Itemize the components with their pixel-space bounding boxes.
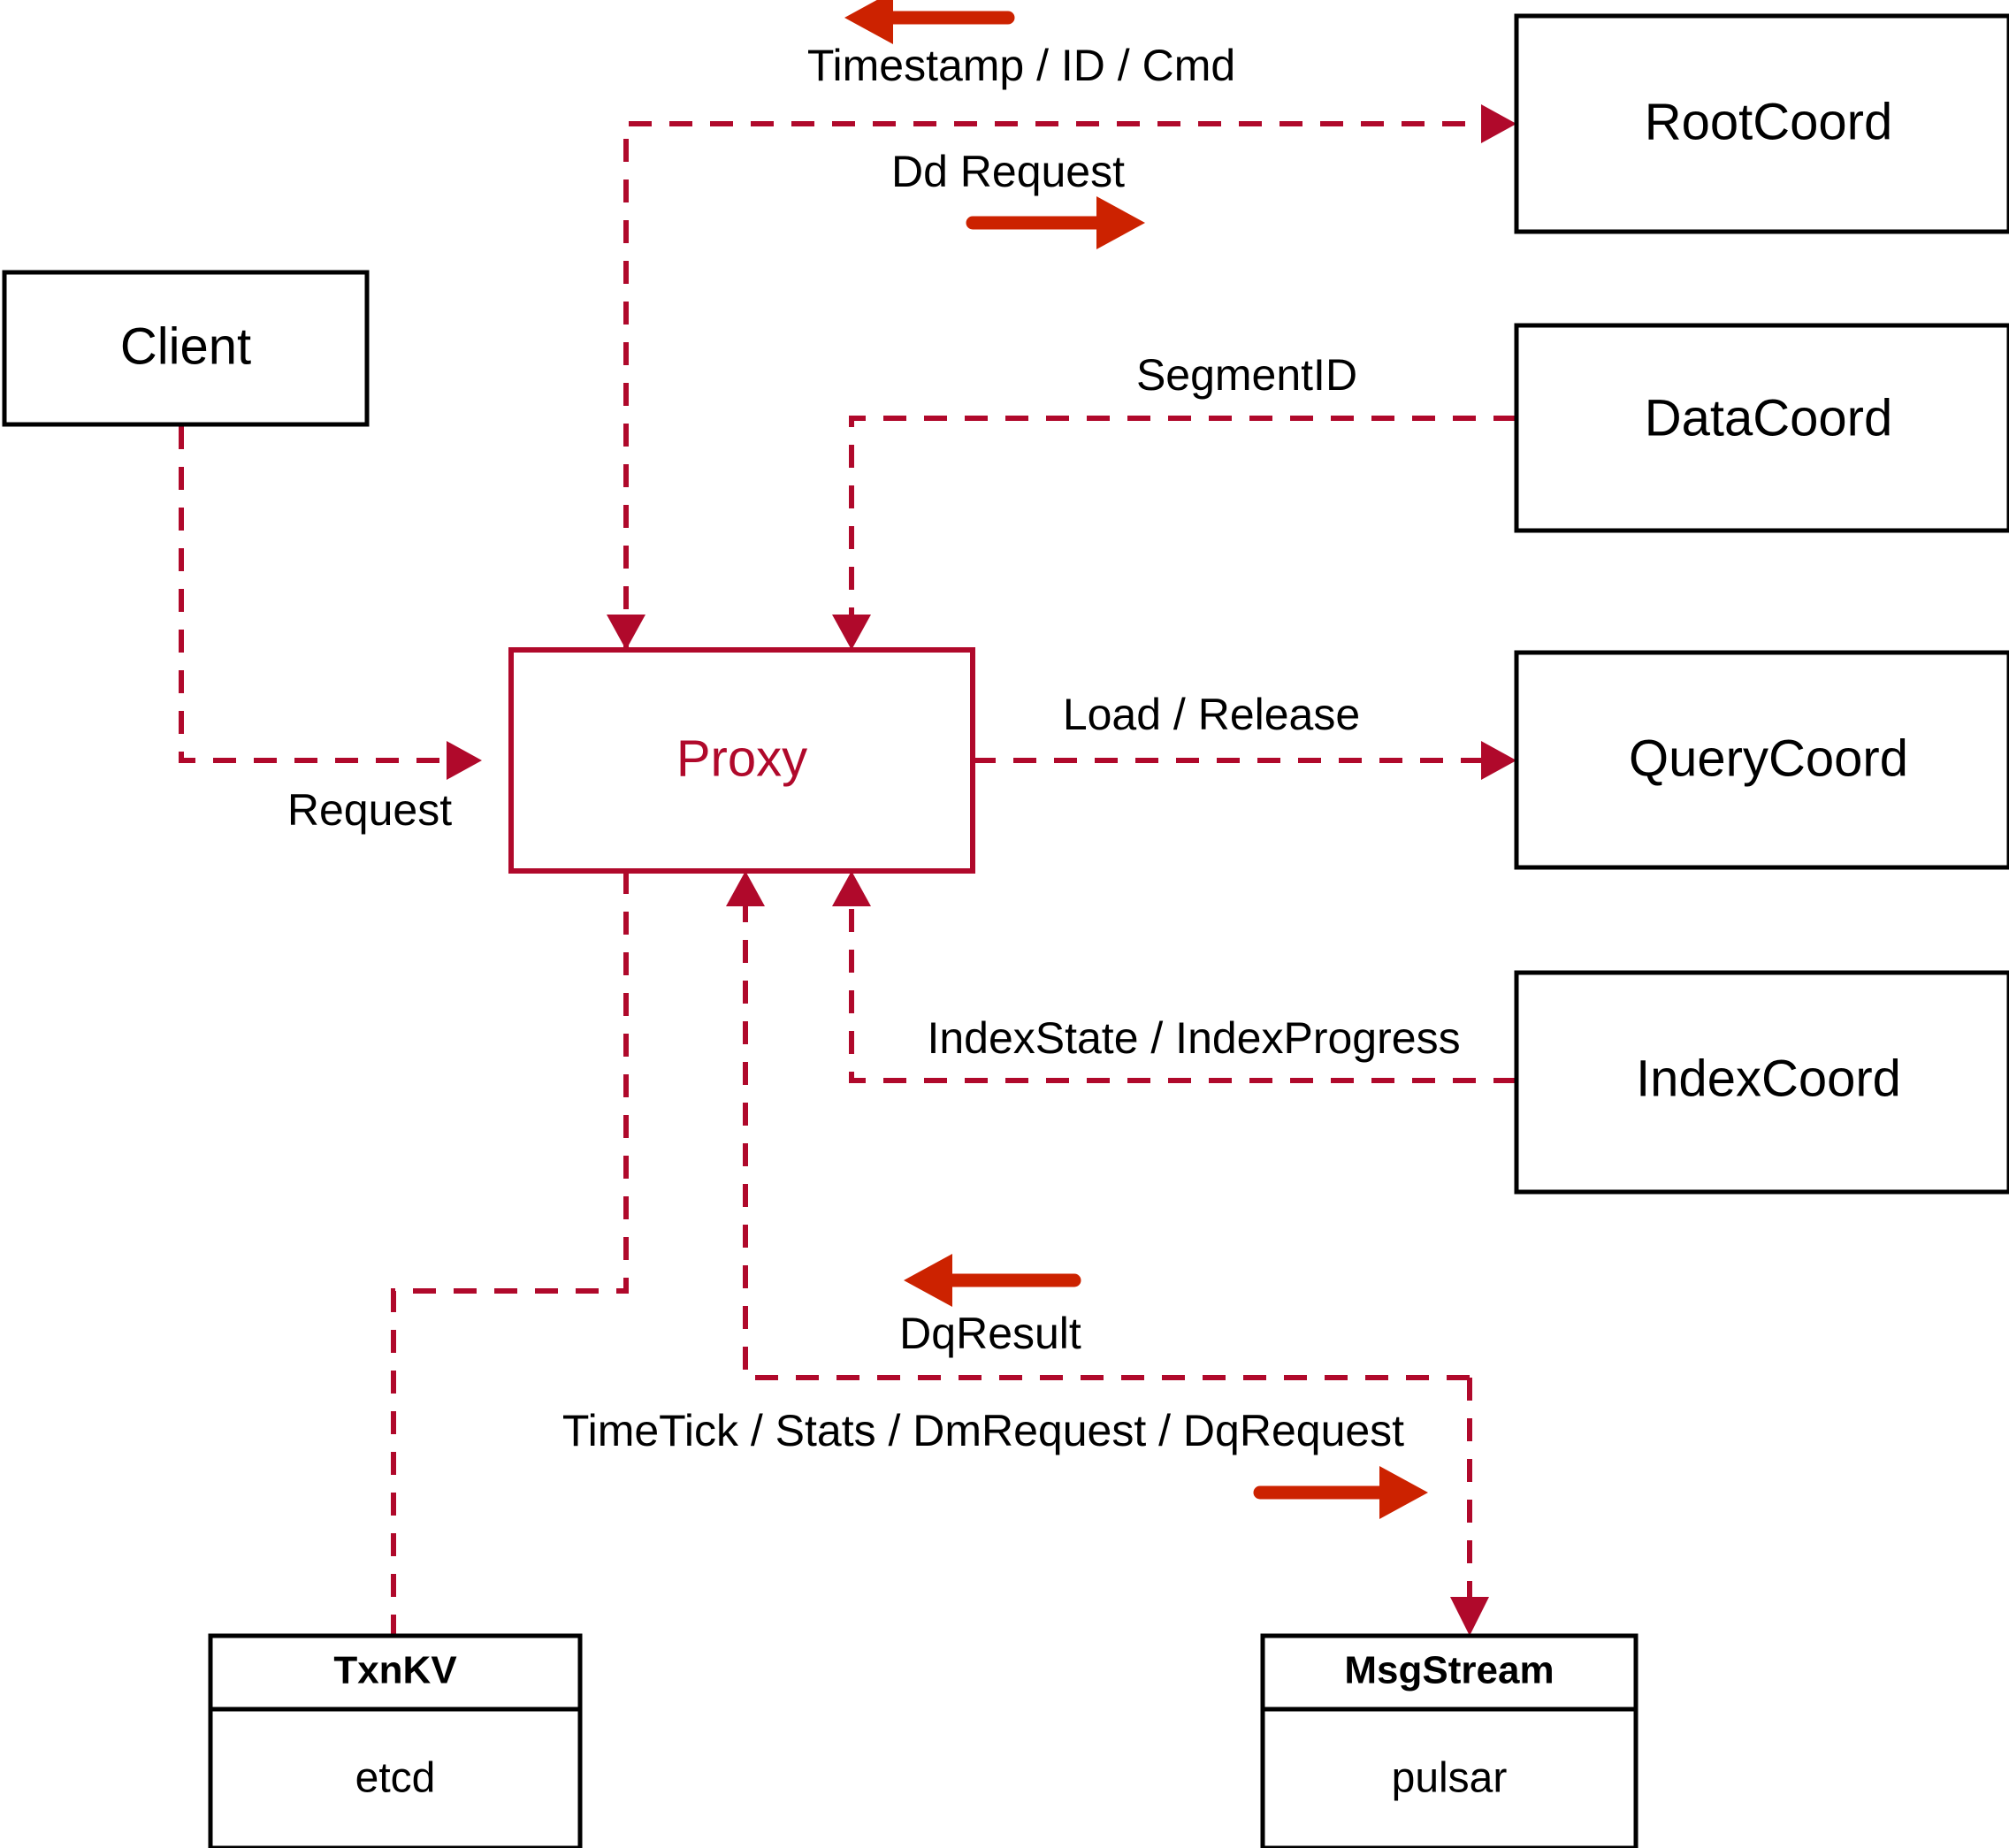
node-txnkv-title: TxnKV [333,1649,457,1692]
edge-segment-id [832,416,1516,650]
node-msgstream[interactable]: MsgStream pulsar [1260,1633,1639,1848]
node-index-coord[interactable]: IndexCoord [1514,970,2009,1195]
edge-label-index-state-progress: IndexState / IndexProgress [927,1013,1460,1063]
edge-dq-result [726,871,1470,1380]
node-proxy[interactable]: Proxy [508,647,975,874]
node-client[interactable]: Client [2,270,370,427]
node-index-coord-label: IndexCoord [1636,1050,1901,1107]
edge-label-timetick-stats-dm-dq: TimeTick / Stats / DmRequest / DqRequest [562,1406,1404,1455]
edge-timetick-stats-dm-dq [1450,1378,1489,1636]
node-root-coord[interactable]: RootCoord [1514,13,2009,234]
edge-label-load-release: Load / Release [1063,690,1360,739]
node-root-coord-label: RootCoord [1645,93,1892,150]
node-query-coord-label: QueryCoord [1629,729,1908,787]
direction-arrow-dd-request-right [966,196,1145,249]
edge-request [179,426,482,780]
edge-load-release [973,741,1516,780]
node-msgstream-title: MsgStream [1344,1649,1554,1692]
edge-label-segment-id: SegmentID [1136,350,1357,400]
node-txnkv-impl: etcd [355,1755,436,1802]
node-msgstream-impl: pulsar [1392,1755,1508,1802]
edge-proxy-txnkv [391,871,629,1636]
edge-label-timestamp-id-cmd: Timestamp / ID / Cmd [807,41,1235,90]
node-proxy-label: Proxy [676,729,807,787]
direction-arrow-dq-result-left [904,1254,1081,1307]
node-client-label: Client [120,317,251,375]
edge-dd-request [607,104,1516,650]
edge-label-request: Request [287,785,452,835]
edge-label-dq-result: DqResult [899,1309,1081,1358]
node-data-coord-label: DataCoord [1645,389,1892,447]
direction-arrow-dm-request-right [1253,1466,1428,1519]
node-query-coord[interactable]: QueryCoord [1514,650,2009,870]
edge-label-dd-request: Dd Request [891,147,1125,196]
direction-arrow-timestamp-left [844,0,1015,44]
edge-index-state-progress [832,871,1516,1083]
node-txnkv[interactable]: TxnKV etcd [208,1633,583,1848]
node-data-coord[interactable]: DataCoord [1514,323,2009,533]
